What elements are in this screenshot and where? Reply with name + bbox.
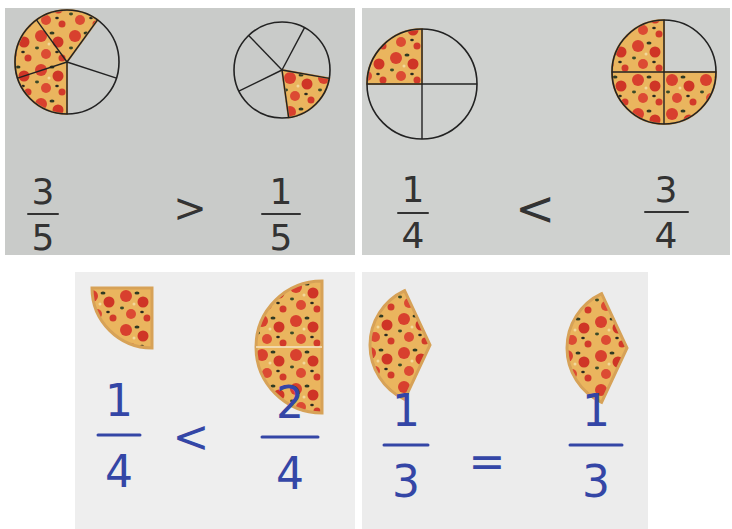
denominator: 5	[32, 220, 55, 256]
pizza-slice	[370, 291, 430, 400]
comparison-sign: =	[469, 440, 506, 484]
numerator: 1	[105, 379, 133, 423]
pizza-slice	[567, 294, 627, 403]
fraction-circle	[612, 20, 716, 124]
numerator: 3	[32, 174, 55, 210]
photo-panel	[5, 8, 355, 255]
slice-line	[66, 62, 67, 114]
denominator: 4	[276, 452, 304, 496]
slice-line	[367, 83, 422, 84]
denominator: 4	[402, 218, 425, 254]
slice-line	[282, 70, 329, 78]
slice-line	[67, 62, 116, 78]
fraction-bar	[28, 213, 58, 215]
numerator: 2	[276, 381, 304, 425]
fraction-bar	[398, 212, 428, 214]
circle-outline	[234, 22, 330, 118]
pizza-slice	[15, 10, 98, 114]
slice-line	[249, 35, 282, 70]
fraction-bar	[98, 434, 140, 437]
pizza-slice	[282, 70, 329, 118]
slice-line	[421, 29, 422, 84]
slice-line	[422, 83, 477, 84]
fraction-bar	[384, 444, 428, 447]
slice-line	[282, 28, 305, 70]
pizza-slice	[612, 20, 716, 124]
comparison-sign: >	[173, 188, 207, 228]
fraction-circle	[234, 22, 330, 118]
circle-outline	[367, 29, 477, 139]
circle-outline	[612, 20, 716, 124]
denominator: 4	[105, 450, 133, 494]
slice-cut	[256, 346, 322, 348]
denominator: 3	[392, 460, 420, 504]
slice-line	[282, 70, 289, 118]
fraction-bar	[262, 436, 318, 439]
slice-line	[239, 70, 282, 91]
fraction-circle	[15, 10, 119, 114]
numerator: 1	[582, 389, 610, 433]
photo-panel	[362, 8, 730, 255]
denominator: 3	[582, 460, 610, 504]
slice-line	[421, 84, 422, 139]
slice-line	[67, 20, 98, 62]
circle-outline	[15, 10, 119, 114]
numerator: 3	[655, 172, 678, 208]
fraction-circle	[367, 29, 477, 139]
slice-line	[18, 62, 67, 78]
numerator: 1	[402, 172, 425, 208]
slice-line	[663, 72, 664, 124]
numerator: 1	[270, 174, 293, 210]
slice-line	[36, 20, 67, 62]
fraction-bar	[645, 211, 688, 213]
denominator: 5	[270, 220, 293, 256]
slice-line	[663, 20, 664, 72]
comparison-sign: <	[173, 415, 210, 459]
pizza-piece	[92, 288, 152, 348]
photo-panel	[75, 272, 355, 529]
comparison-sign: <	[515, 184, 555, 232]
pizza-piece	[567, 294, 627, 403]
pizza-slice	[92, 288, 152, 348]
fraction-bar	[262, 213, 300, 215]
denominator: 4	[655, 218, 678, 254]
slice-line	[664, 71, 716, 72]
pizza-piece	[370, 291, 430, 400]
numerator: 1	[392, 389, 420, 433]
fraction-bar	[570, 444, 622, 447]
slice-line	[612, 71, 664, 72]
photo-panel	[362, 272, 648, 529]
